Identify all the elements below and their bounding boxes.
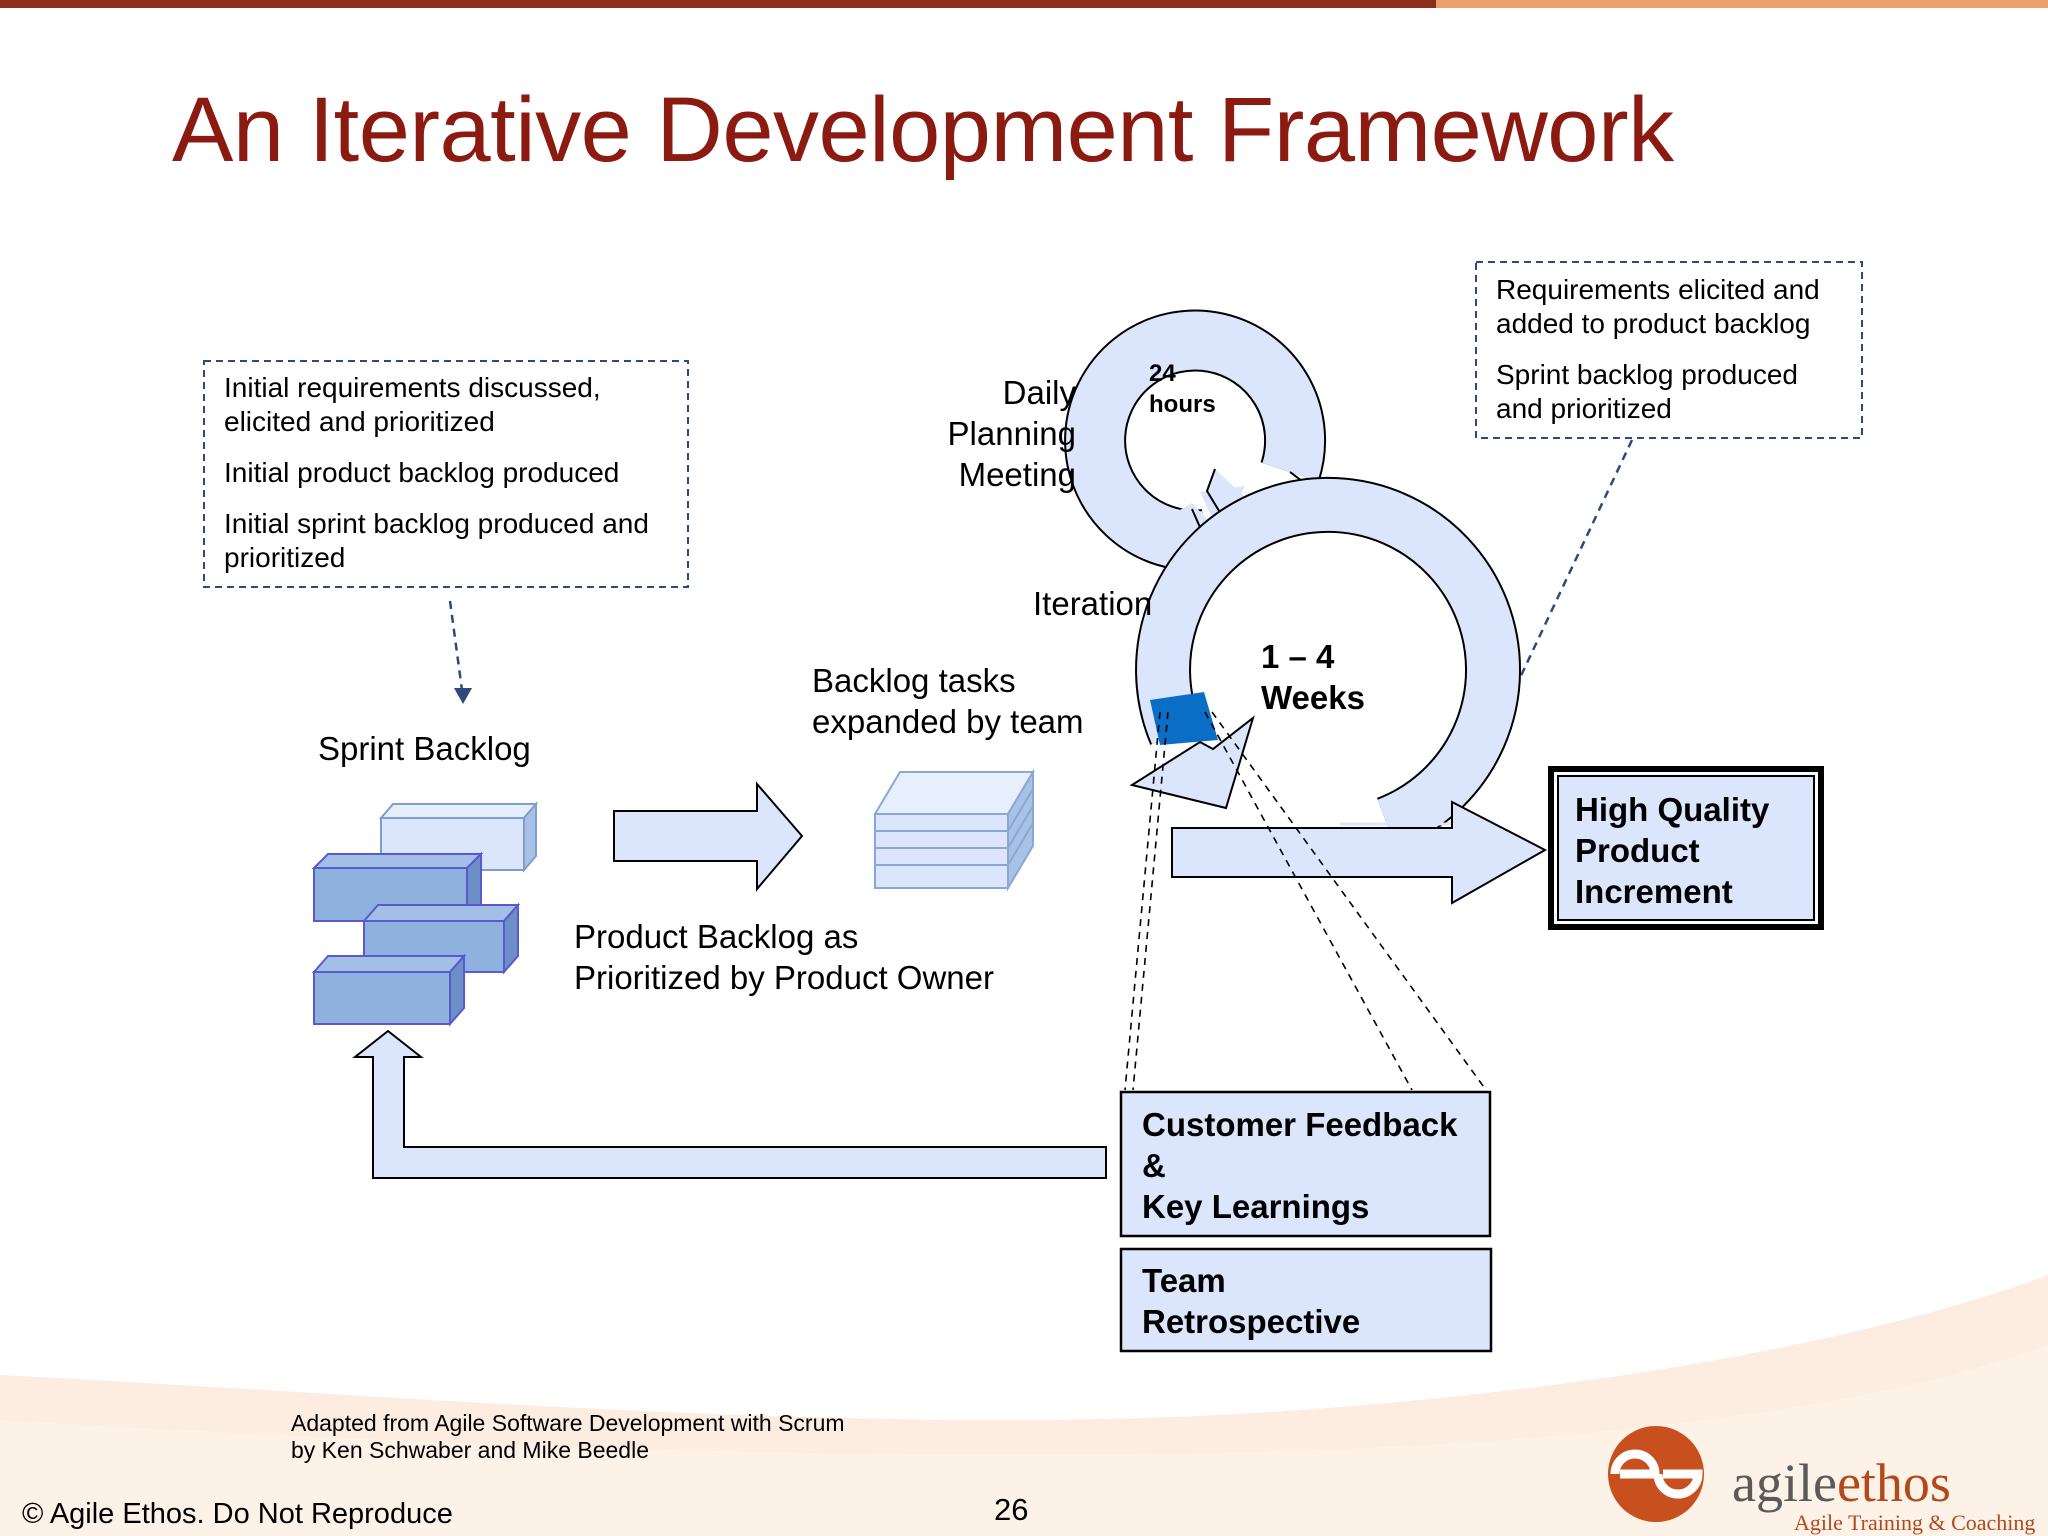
left-note-item: Initial product backlog produced xyxy=(224,456,649,490)
agileethos-logo-mark xyxy=(1608,1426,1704,1522)
logo-word-ethos: ethos xyxy=(1836,1453,1951,1513)
right-note-box xyxy=(1475,261,1863,439)
backlog-tasks-label: Backlog tasks expanded by team xyxy=(812,662,1084,740)
top-accent-bar-dark xyxy=(0,0,1436,8)
feedback-box-text: Customer Feedback & Key Learnings xyxy=(1142,1106,1458,1225)
hours-label: 24 hours xyxy=(1149,360,1216,418)
weeks-label: 1 – 4 Weeks xyxy=(1261,638,1365,716)
slide-title: An Iterative Development Framework xyxy=(172,79,1674,181)
page-number: 26 xyxy=(994,1492,1029,1527)
right-note-item-text: Requirements elicited and added to produ… xyxy=(1496,274,1820,339)
right-note-item: Requirements elicited and added to produ… xyxy=(1496,273,1820,341)
top-accent-bar xyxy=(0,0,2048,8)
left-note-item: Initial sprint backlog produced and prio… xyxy=(224,507,649,575)
task-stack xyxy=(873,768,1035,892)
logo-tagline: Agile Training & Coaching xyxy=(1794,1510,2036,1535)
attribution-text: Adapted from Agile Software Development … xyxy=(291,1410,845,1463)
sprint-backlog-blocks xyxy=(311,801,539,1027)
left-note-connector xyxy=(448,600,464,691)
agileethos-logo-wordmark: agileethos xyxy=(1732,1452,1951,1514)
left-note-item-text: Initial requirements discussed, elicited… xyxy=(224,372,601,437)
retrospective-box-text: Team Retrospective xyxy=(1142,1262,1361,1340)
left-note-connector-arrowhead xyxy=(454,688,472,704)
left-note: Initial requirements discussed, elicited… xyxy=(224,371,649,592)
right-note-item-text: Sprint backlog produced and prioritized xyxy=(1496,359,1798,424)
sprint-backlog-label: Sprint Backlog xyxy=(318,730,531,767)
product-backlog-label: Product Backlog as Prioritized by Produc… xyxy=(574,918,994,996)
daily-meeting-label: Daily Planning Meeting xyxy=(947,374,1076,493)
iteration-to-increment-arrow xyxy=(1171,800,1548,905)
increment-box-text: High Quality Product Increment xyxy=(1575,791,1770,910)
backlog-to-tasks-arrow xyxy=(613,781,804,892)
increment-box-inner xyxy=(1557,775,1815,921)
iteration-label: Iteration xyxy=(1033,585,1153,622)
left-note-item-text: Initial sprint backlog produced and prio… xyxy=(224,508,649,573)
feedback-dashed-lines xyxy=(1124,711,1487,1091)
left-note-item: Initial requirements discussed, elicited… xyxy=(224,371,649,439)
footer-swoosh-light xyxy=(0,1345,2048,1536)
feedback-return-arrow xyxy=(352,1029,1107,1179)
logo-word-agile: agile xyxy=(1732,1453,1837,1513)
left-note-item-text: Initial product backlog produced xyxy=(224,457,620,488)
retrospective-box xyxy=(1119,1247,1493,1353)
iteration-cycle xyxy=(1129,476,1522,851)
top-accent-bar-light xyxy=(1436,0,2048,8)
left-note-box xyxy=(203,360,689,588)
feedback-box xyxy=(1119,1090,1492,1238)
right-note-item: Sprint backlog produced and prioritized xyxy=(1496,358,1820,426)
right-note: Requirements elicited and added to produ… xyxy=(1496,273,1820,443)
copyright-text: © Agile Ethos. Do Not Reproduce xyxy=(22,1498,453,1530)
